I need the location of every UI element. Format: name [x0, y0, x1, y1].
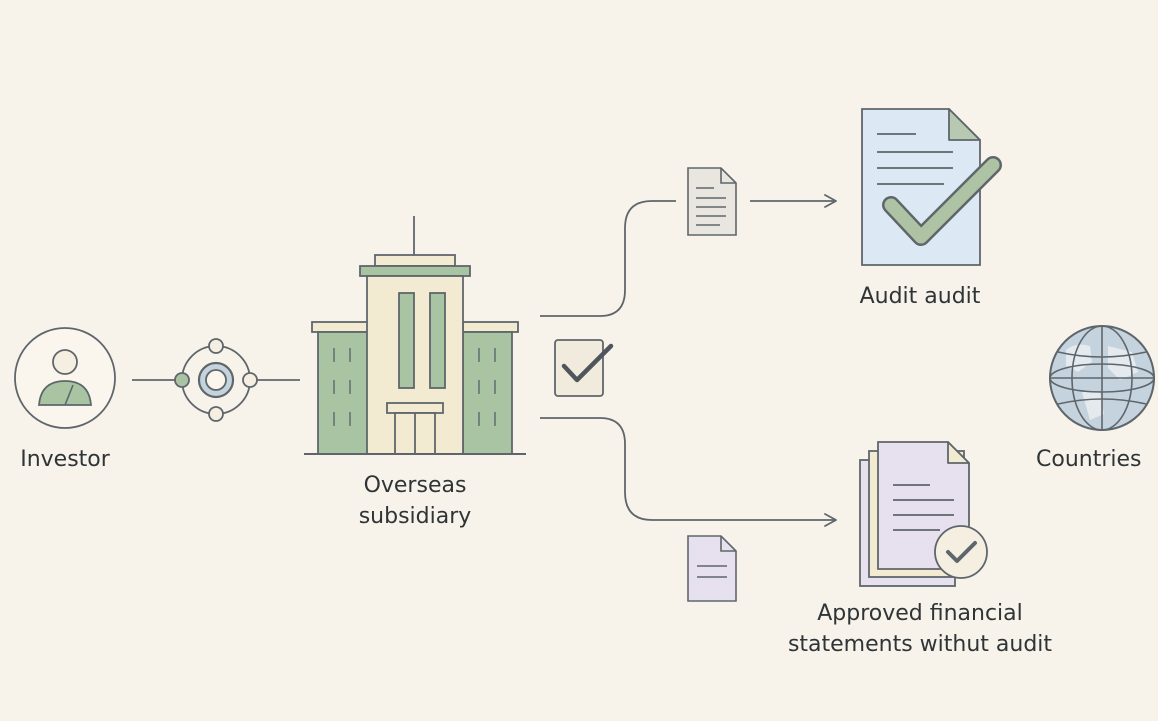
approved-documents-icon: [859, 441, 988, 587]
document-icon: [687, 535, 737, 602]
subsidiary-label-line-2: subsidiary: [358, 504, 472, 529]
subsidiary-label-line-1: Overseas: [363, 473, 467, 498]
checkbox-icon: [554, 339, 614, 397]
document-icon: [687, 167, 737, 236]
investor-label: Investor: [20, 447, 110, 472]
approved-label-line-1: Approved financial: [817, 601, 1023, 626]
person-icon: [14, 327, 116, 429]
network-hub-icon: [174, 338, 258, 422]
subsidiary-label: Overseas subsidiary: [300, 470, 530, 532]
audit-label: Audit audit: [859, 284, 981, 309]
branch-line-approved: [540, 417, 837, 527]
building-icon: [304, 216, 526, 455]
approved-statements-label: Approved financial statements withut aud…: [760, 598, 1080, 660]
branch-line-audit: [540, 200, 676, 317]
countries-label: Countries: [1036, 447, 1142, 472]
approved-label-line-2: statements withut audit: [787, 632, 1053, 657]
audited-document-icon: [861, 108, 1002, 266]
globe-icon: [1049, 325, 1155, 431]
